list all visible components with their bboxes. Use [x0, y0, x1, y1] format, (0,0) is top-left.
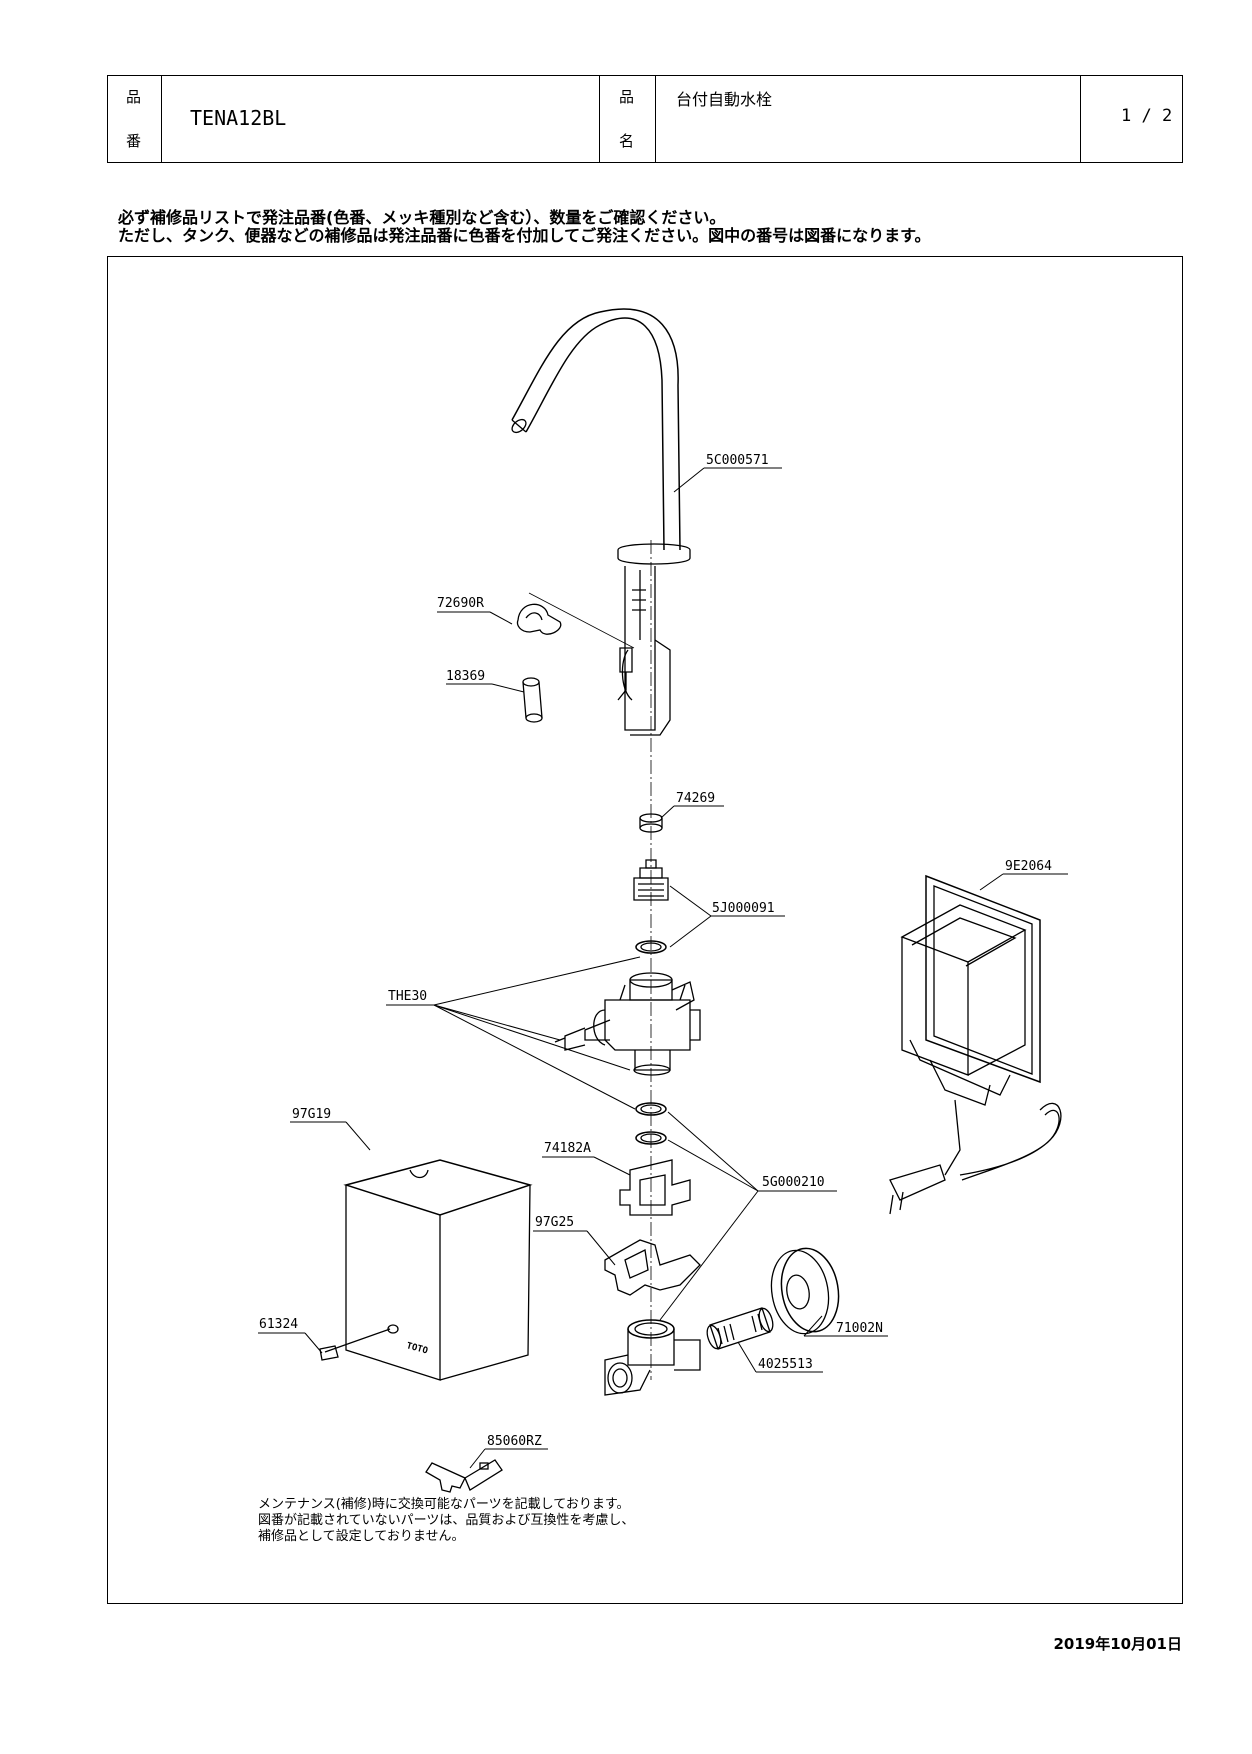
leader-lines: [258, 467, 1068, 1469]
pipe-part: [706, 1307, 774, 1350]
clip-part: [516, 603, 562, 635]
label-97G19: 97G19: [292, 1107, 331, 1122]
label-5J000091: 5J000091: [712, 901, 775, 916]
page-cell: 1 / 2: [1081, 76, 1182, 162]
joint-part: [633, 859, 669, 901]
label-THE30: THE30: [388, 989, 427, 1004]
name-label-2: 名: [619, 132, 635, 150]
maintenance-note: メンテナンス(補修)時に交換可能なパーツを記載しております。 図番が記載されてい…: [258, 1497, 634, 1545]
part-number: TENA12BL: [190, 106, 287, 130]
label-72690R: 72690R: [437, 596, 484, 611]
solenoid-valve: [554, 972, 701, 1076]
key-part: [425, 1459, 503, 1493]
issue-date: 2019年10月01日: [1053, 1635, 1183, 1653]
maintenance-note-line-3: 補修品として設定しておりません。: [258, 1529, 465, 1544]
maintenance-note-line-1: メンテナンス(補修)時に交換可能なパーツを記載しております。: [258, 1497, 630, 1512]
brand-logo: TOTO: [405, 1341, 429, 1356]
label-18369: 18369: [446, 669, 485, 684]
part-no-label-2: 番: [126, 132, 142, 150]
name-label-cell: 品 名: [600, 76, 656, 162]
product-name: 台付自動水栓: [676, 90, 773, 109]
notice-line-2: ただし、タンク、便器などの補修品は発注品番に色番を付加してご発注ください。図中の…: [118, 226, 931, 245]
part-no-label-1: 品: [126, 88, 142, 106]
notice-line-1: 必ず補修品リストで発注品番(色番、メッキ種別など含む）、数量をご確認ください。: [118, 208, 726, 227]
drawing-frame: [107, 256, 1183, 1604]
name-cell: 台付自動水栓: [656, 76, 1081, 162]
notice: 必ず補修品リストで発注品番(色番、メッキ種別など含む）、数量をご確認ください。 …: [118, 209, 930, 245]
bracket-b-part: [604, 1239, 701, 1296]
part-no-label-cell: 品 番: [108, 76, 162, 162]
controller-box: [889, 874, 1062, 1215]
label-74182A: 74182A: [544, 1141, 591, 1156]
label-61324: 61324: [259, 1317, 298, 1332]
bracket-a-part: [619, 1159, 691, 1216]
page-number: 1 / 2: [1121, 106, 1173, 126]
name-label-1: 品: [619, 88, 635, 106]
label-97G25: 97G25: [535, 1215, 574, 1230]
label-9E2064: 9E2064: [1005, 859, 1052, 874]
label-5C000571: 5C000571: [706, 453, 769, 468]
nut-part: [639, 813, 663, 833]
label-71002N: 71002N: [836, 1321, 883, 1336]
flange-part: [770, 1247, 840, 1335]
faucet-body: [511, 308, 691, 736]
label-5G000210: 5G000210: [762, 1175, 825, 1190]
label-4025513: 4025513: [758, 1357, 813, 1372]
title-block: 品 番 TENA12BL 品 名 台付自動水栓 1 / 2: [107, 75, 1183, 163]
label-74269: 74269: [676, 791, 715, 806]
part-no-cell: TENA12BL: [162, 76, 600, 162]
tee-fitting: [604, 1319, 701, 1396]
sensor-connector: [528, 592, 635, 701]
cover-part: [319, 1159, 533, 1381]
spacer-part: [522, 677, 543, 723]
label-85060RZ: 85060RZ: [487, 1434, 542, 1449]
maintenance-note-line-2: 図番が記載されていないパーツは、品質および互換性を考慮し、: [258, 1513, 635, 1528]
